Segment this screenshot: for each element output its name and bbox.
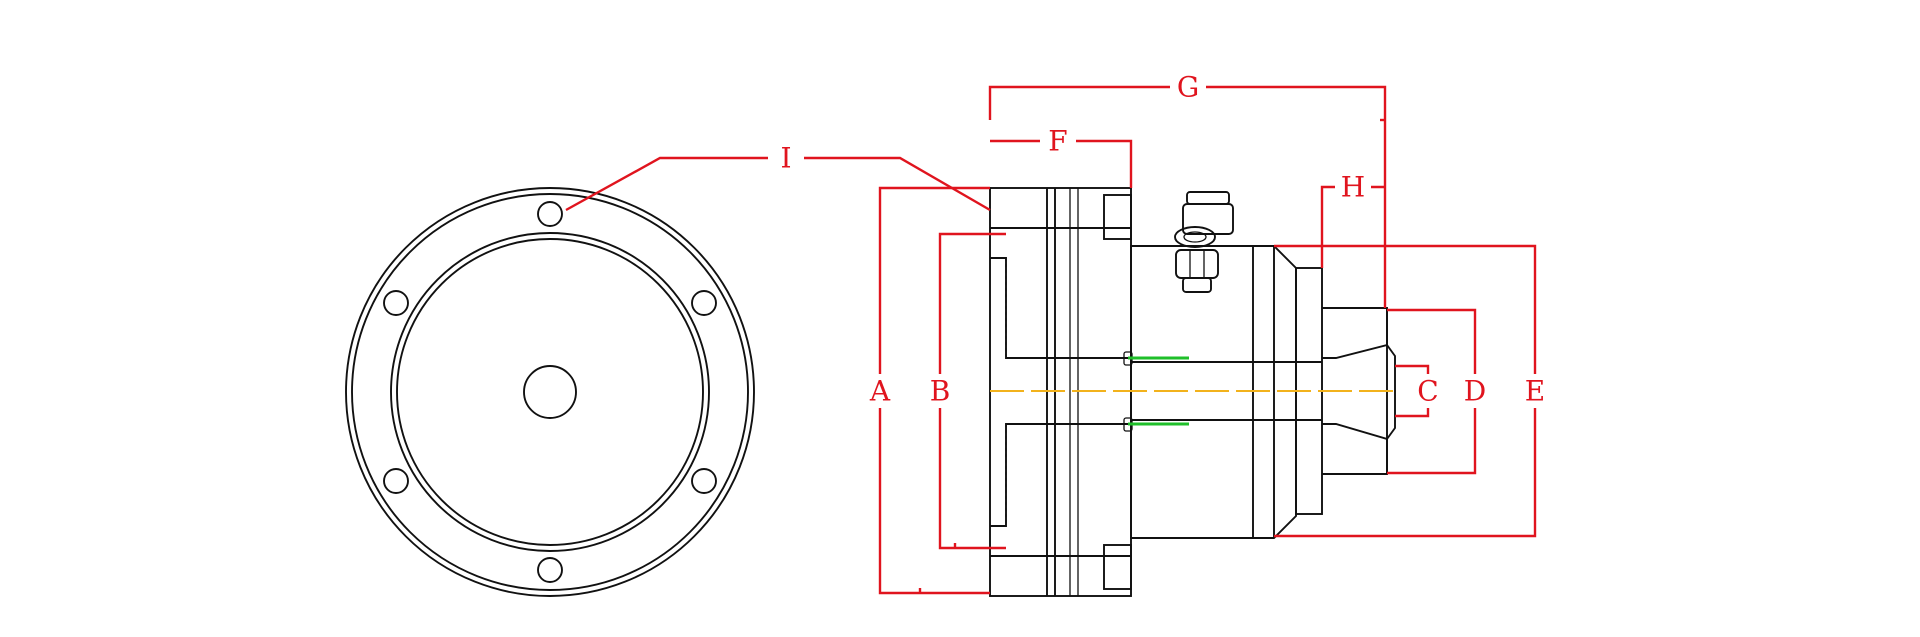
dimension-label-d: D xyxy=(1464,375,1486,408)
dimension-f-line xyxy=(990,139,1133,188)
recess-bottom-outline xyxy=(990,423,1131,527)
bolt-pocket-bottom xyxy=(1103,544,1132,590)
flange-outer-edge-circle xyxy=(351,193,749,591)
dimension-label-g: G xyxy=(1177,71,1199,104)
fitting-hex xyxy=(1175,249,1219,279)
fitting xyxy=(1174,191,1234,293)
dimension-g-gap xyxy=(1170,72,1206,102)
dimension-labels: G F H I A B C D E xyxy=(780,71,1545,408)
fitting-body xyxy=(1182,203,1234,235)
bolt-hole xyxy=(383,290,409,316)
dimension-a-gap xyxy=(860,374,900,408)
flange-outer-circle xyxy=(345,187,755,597)
dimension-d-gap xyxy=(1455,374,1495,408)
fitting-stem xyxy=(1182,277,1212,293)
dimension-label-f: F xyxy=(1048,125,1067,158)
dimension-label-h: H xyxy=(1341,171,1365,204)
dimension-label-e: E xyxy=(1525,375,1545,408)
nose-tip xyxy=(1386,344,1396,440)
front-view xyxy=(345,187,755,597)
dimension-label-c: C xyxy=(1417,375,1438,408)
bolt-hole xyxy=(383,468,409,494)
dimension-i-gap xyxy=(768,143,804,173)
flange-inner-edge-circle xyxy=(396,238,704,546)
dimensions xyxy=(565,72,1555,595)
dimension-label-a: A xyxy=(869,375,891,408)
nose-bottom xyxy=(1322,423,1388,475)
flange-inner-circle xyxy=(390,232,710,552)
dimension-b-gap xyxy=(920,374,960,408)
bolt-hole xyxy=(537,201,563,227)
center-bore-circle xyxy=(523,365,577,419)
fitting-cap xyxy=(1186,191,1230,205)
dimension-h-gap xyxy=(1335,172,1371,202)
dimension-label-i: I xyxy=(780,142,791,175)
bolt-holes xyxy=(383,201,717,583)
fitting-nut-inner xyxy=(1183,231,1207,243)
dimension-c-gap xyxy=(1408,374,1448,408)
side-view xyxy=(989,187,1396,597)
bolt-pocket-top xyxy=(1103,194,1132,240)
bolt-hole xyxy=(691,290,717,316)
nose-top xyxy=(1322,307,1388,359)
recess-top-outline xyxy=(990,257,1131,359)
dimension-label-b: B xyxy=(930,375,951,408)
bolt-hole xyxy=(691,468,717,494)
bolt-hole xyxy=(537,557,563,583)
dimension-f-gap xyxy=(1040,126,1076,156)
dimension-e-gap xyxy=(1515,374,1555,408)
dimension-e-line xyxy=(1274,244,1537,538)
fitting-nut xyxy=(1174,226,1216,248)
